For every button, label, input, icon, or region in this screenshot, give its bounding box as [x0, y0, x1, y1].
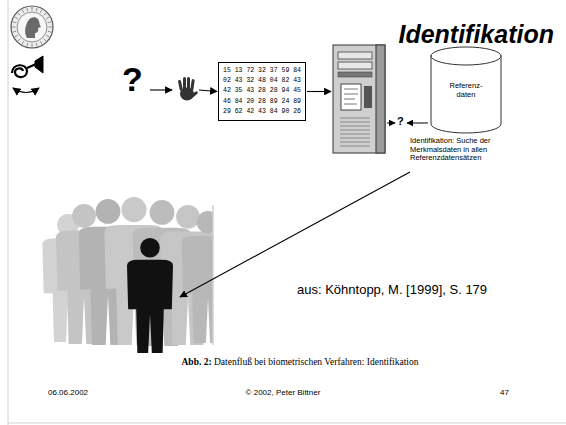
- page-number: 47: [500, 388, 509, 397]
- question-mark: ?: [122, 60, 143, 99]
- flow-arrow: [307, 91, 331, 92]
- crowd-edge: [212, 205, 214, 345]
- question-mark: ?: [397, 115, 404, 128]
- database-label: Referenz- daten: [443, 81, 489, 99]
- posthorn-icon: [12, 56, 43, 93]
- footer-date: 06.06.2002: [48, 388, 88, 397]
- reference-database: Referenz- daten: [430, 46, 502, 134]
- hand-icon: [178, 77, 199, 101]
- compare-arrow: [387, 123, 395, 124]
- feature-data-box: 15 13 72 32 37 59 84 02 43 32 48 04 82 4…: [218, 62, 306, 121]
- footer-copyright: © 2002, Peter Bittner: [203, 388, 363, 397]
- frame-line: [8, 423, 566, 424]
- person-silhouette: [127, 238, 173, 353]
- identified-person: [127, 238, 173, 353]
- figure-caption: Abb. 2: Datenfluß bei biometrischen Verf…: [100, 357, 500, 367]
- feature-numbers: 15 13 72 32 37 59 84 02 43 32 48 04 82 4…: [222, 66, 302, 116]
- person-silhouette: [182, 211, 213, 343]
- server-computer: [333, 45, 385, 153]
- slide-title: Identifikation: [398, 20, 554, 49]
- compare-arrow: [407, 123, 428, 124]
- flow-arrow: [199, 90, 217, 92]
- source-note: aus: Köhntopp, M. [1999], S. 179: [297, 283, 487, 298]
- university-seal: [11, 6, 53, 48]
- frame-line: [8, 0, 9, 425]
- flow-arrow: [150, 89, 172, 90]
- process-note: Identifikation: Suche der Merkmalsdaten …: [410, 137, 532, 163]
- result-arrow: [180, 172, 410, 297]
